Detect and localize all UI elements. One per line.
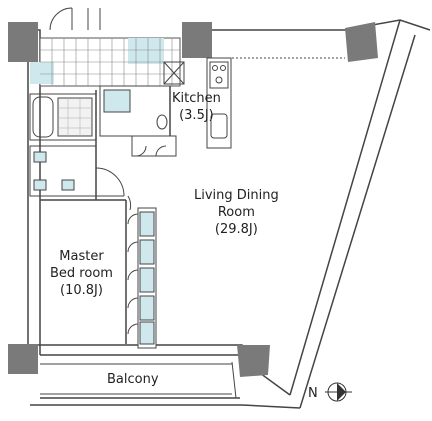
compass: N: [308, 382, 352, 402]
column-top-left: [8, 22, 38, 62]
burner-icon: [212, 65, 218, 71]
interior-walls: [40, 86, 171, 344]
column-top-mid: [182, 22, 212, 58]
compass-north-label: N: [308, 386, 318, 401]
living-name-line2: Room: [217, 205, 255, 220]
master-name-line2: Bed room: [50, 266, 113, 281]
column-top-right: [345, 22, 378, 62]
master-bedroom-label: Master Bed room (10.8J): [50, 248, 113, 299]
fridge: [163, 61, 185, 85]
living-area: (29.8J): [214, 222, 258, 237]
kitchen-fixtures: [163, 57, 345, 149]
master-name-line1: Master: [59, 249, 104, 264]
structural-columns: [8, 22, 378, 377]
kitchen-area: (3.5J): [179, 108, 214, 123]
balcony-rail: [40, 361, 237, 399]
utility-closets: [29, 145, 125, 197]
toilet-icon: [156, 114, 168, 130]
living-dining-label: Living Dining Room (29.8J): [194, 187, 279, 238]
kitchen-name: Kitchen: [172, 91, 221, 106]
balcony-label: Balcony: [107, 371, 159, 388]
burner-icon: [215, 76, 223, 84]
bathtub: [32, 96, 54, 138]
wet-area-tiles: [30, 37, 181, 87]
washroom: [99, 85, 177, 157]
sink: [210, 113, 228, 139]
column-bottom-right: [237, 345, 270, 377]
balcony-name: Balcony: [107, 372, 159, 387]
column-bottom-left: [8, 344, 38, 374]
kitchen-counter: [206, 57, 232, 149]
burner-icon: [220, 65, 226, 71]
stove: [209, 61, 229, 89]
master-area: (10.8J): [60, 283, 103, 298]
living-name-line1: Living Dining: [194, 188, 279, 203]
north-arrow-icon: [337, 383, 346, 401]
kitchen-label: Kitchen (3.5J): [172, 90, 221, 124]
entrance-door: [49, 7, 101, 31]
wardrobe: [127, 195, 157, 349]
bathroom: [29, 93, 97, 141]
